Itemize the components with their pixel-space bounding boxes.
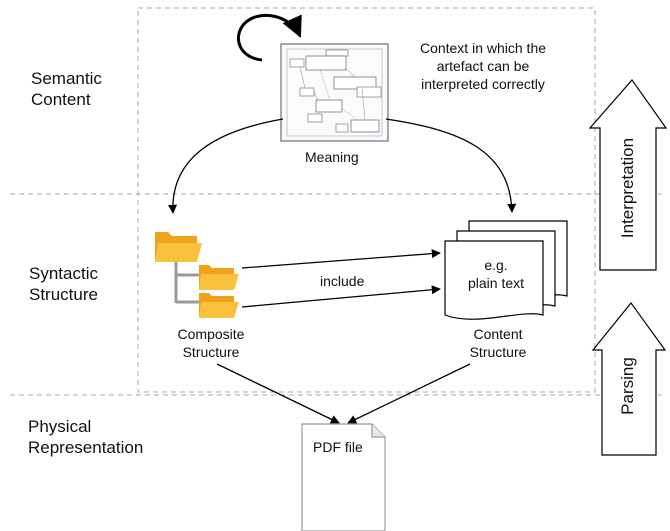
parsing-arrow	[591, 302, 667, 456]
composite-line-2: Structure	[182, 344, 240, 360]
pdf-file-label: PDF file	[313, 439, 363, 455]
content-line-2: Structure	[469, 344, 527, 360]
root-folder-icon	[155, 232, 202, 262]
example-line-2: plain text	[467, 275, 525, 291]
interpretation-label: Interpretation	[618, 137, 637, 239]
context-line-2: artefact can be	[436, 58, 530, 74]
composite-line-1: Composite	[177, 326, 245, 342]
content-to-pdf-arrow	[347, 363, 471, 424]
semantic-line-2: Content	[31, 90, 91, 109]
meaning-to-content-arrow	[385, 118, 517, 213]
example-line-1: e.g.	[484, 257, 508, 273]
physical-line-1: Physical	[28, 417, 92, 436]
physical-line-2: Representation	[28, 438, 144, 457]
self-loop-arrow	[237, 14, 302, 62]
syntactic-layer-label: Syntactic Structure	[29, 263, 98, 305]
physical-layer-label: Physical Representation	[28, 416, 143, 458]
semantic-line-1: Semantic	[31, 69, 102, 88]
context-line-3: interpreted correctly	[421, 76, 545, 92]
include-arrow-bottom	[241, 285, 441, 308]
folder-tree-icon	[155, 232, 239, 318]
meaning-caption: Meaning	[305, 149, 359, 165]
semantic-layer-label: Semantic Content	[31, 68, 102, 110]
pdf-document-icon	[301, 423, 386, 531]
meaning-thumbnail	[280, 43, 389, 142]
include-arrow-top	[241, 249, 441, 269]
subfolder-icon	[199, 293, 239, 318]
parsing-label: Parsing	[618, 357, 637, 415]
composite-to-pdf-arrow	[216, 363, 340, 424]
content-line-1: Content	[473, 326, 523, 342]
content-documents-icon	[444, 220, 568, 320]
syntactic-line-1: Syntactic	[29, 264, 98, 283]
content-example-text: e.g. plain text	[456, 256, 536, 292]
composite-structure-label: Composite Structure	[156, 325, 266, 361]
meaning-to-composite-arrow	[168, 118, 284, 214]
syntactic-line-2: Structure	[29, 285, 98, 304]
include-label: include	[320, 273, 365, 289]
context-description: Context in which the artefact can be int…	[398, 39, 568, 93]
syntax-semantic-frame	[137, 7, 596, 393]
interpretation-arrow	[588, 79, 668, 271]
content-structure-label: Content Structure	[448, 325, 548, 361]
subfolder-icon	[199, 265, 239, 290]
context-line-1: Context in which the	[419, 40, 547, 56]
